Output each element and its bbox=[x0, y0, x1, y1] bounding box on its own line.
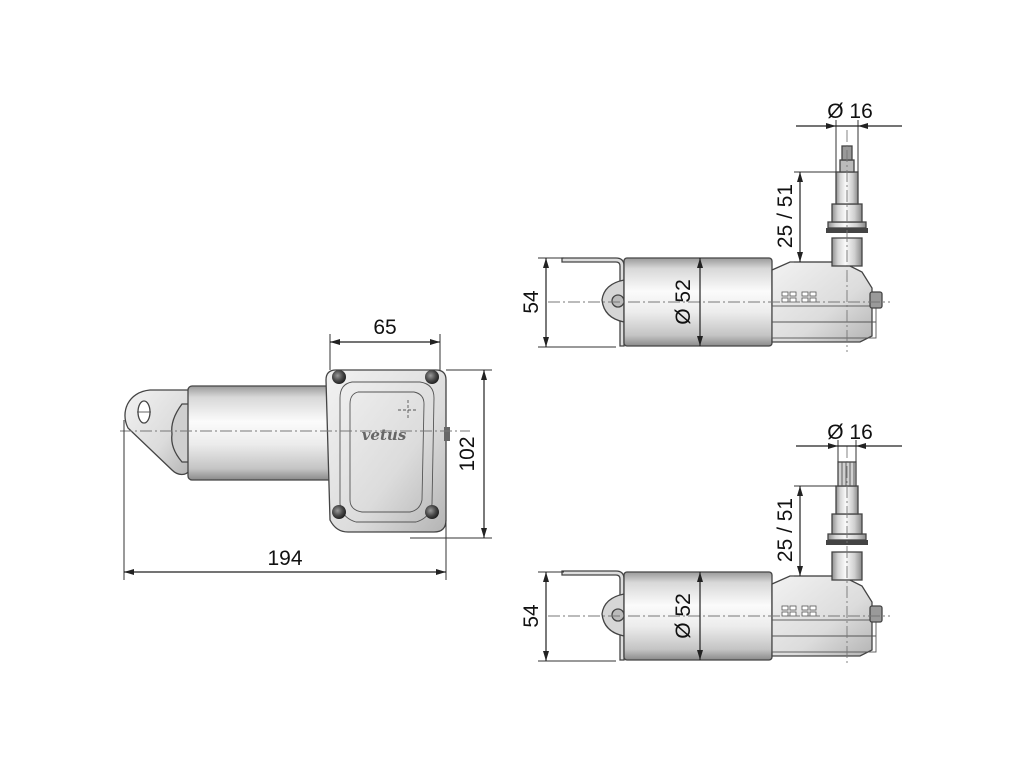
gearbox-cover-inner bbox=[349, 391, 425, 513]
dim-mount-height: 54 bbox=[520, 290, 543, 314]
crosshair-icon bbox=[398, 400, 418, 420]
end-cap bbox=[171, 403, 193, 463]
dim-shaft-diameter: Ø 16 bbox=[827, 421, 873, 444]
dim-shaft-diameter: Ø 16 bbox=[827, 100, 873, 123]
dim-body-diameter: Ø 52 bbox=[672, 593, 695, 639]
screw-icon bbox=[425, 505, 439, 519]
motor-cylinder bbox=[187, 385, 335, 481]
bottom-view: Ø 16 25 / 51 Ø 52 54 bbox=[520, 421, 902, 666]
dim-gearbox-width: 65 bbox=[373, 316, 396, 339]
screw-icon bbox=[425, 370, 439, 384]
dim-height: 102 bbox=[456, 436, 479, 471]
mounting-bracket bbox=[561, 257, 625, 347]
top-view: Ø 16 25 / 51 Ø 52 54 bbox=[520, 100, 902, 352]
side-view: vetus 65 102 194 bbox=[120, 316, 492, 580]
shaft-stub bbox=[444, 427, 450, 441]
screw-icon bbox=[332, 505, 346, 519]
gearbox-cover bbox=[339, 381, 435, 523]
dim-length: 194 bbox=[267, 547, 302, 570]
mounting-bracket bbox=[561, 570, 625, 661]
gearbox-housing bbox=[325, 369, 447, 533]
dim-shaft-length: 25 / 51 bbox=[774, 184, 797, 248]
dim-body-diameter: Ø 52 bbox=[672, 279, 695, 325]
dim-mount-height: 54 bbox=[520, 604, 543, 628]
screw-icon bbox=[332, 370, 346, 384]
vent-slots bbox=[781, 291, 817, 303]
dim-shaft-length: 25 / 51 bbox=[774, 498, 797, 562]
vent-slots bbox=[781, 605, 817, 617]
brand-logo: vetus bbox=[362, 426, 407, 444]
